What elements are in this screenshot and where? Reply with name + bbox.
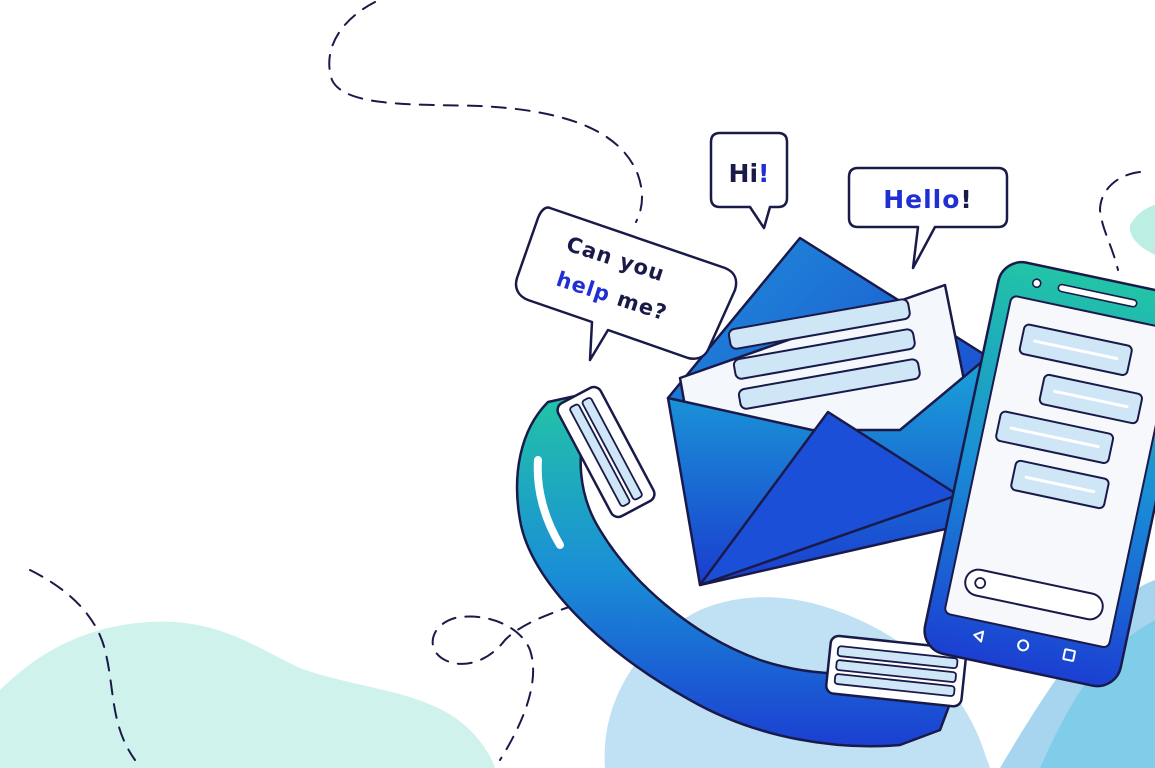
- leaf-shape-right: [1040, 620, 1155, 768]
- smartphone-icon: [923, 260, 1155, 688]
- open-envelope-icon: [666, 236, 992, 587]
- svg-text:Hello!: Hello!: [883, 185, 973, 214]
- message-input: [964, 568, 1104, 621]
- nav-buttons: [973, 630, 1076, 662]
- mint-blob-left: [0, 621, 495, 768]
- handset-mouthpiece: [824, 634, 968, 708]
- hi-word: Hi: [729, 159, 759, 188]
- speaker-slot: [1057, 283, 1138, 308]
- input-camera-icon: [974, 577, 987, 589]
- home-icon: [1017, 639, 1030, 652]
- speech-bubble-hi: Hi!: [709, 131, 789, 230]
- hello-word: Hello: [883, 185, 960, 214]
- phone-handset-icon: [515, 385, 968, 748]
- dashed-lines: [29, 1, 1141, 761]
- handset-earpiece: [556, 385, 656, 519]
- front-camera: [1031, 278, 1042, 289]
- speech-bubble-hello: Hello!: [847, 166, 1009, 270]
- hello-mark: !: [960, 185, 972, 214]
- chat-message-lines: [1009, 339, 1129, 494]
- recents-icon: [1062, 648, 1076, 662]
- back-icon: [973, 630, 985, 643]
- speech-bubble-help: Can you help me?: [514, 206, 738, 362]
- svg-text:Hi!: Hi!: [729, 159, 770, 188]
- mint-blob-top-right: [1129, 205, 1155, 255]
- hi-mark: !: [758, 159, 769, 188]
- letter-lines: [727, 298, 921, 410]
